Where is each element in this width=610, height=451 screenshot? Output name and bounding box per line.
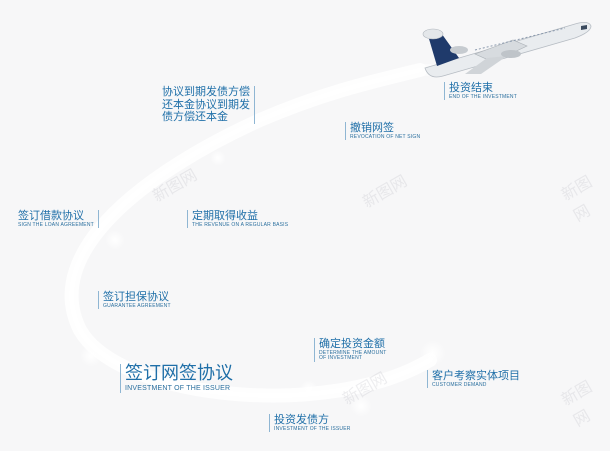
airplane-icon	[422, 22, 592, 78]
step-invest-issuer: 投资发债方 INVESTMENT OF THE ISSUER	[269, 413, 351, 433]
step-end-of-investment: 投资结束 END OF THE INVESTMENT	[444, 81, 518, 101]
step-line: 债方偿还本金	[162, 110, 228, 124]
step-determine-amount: 确定投资金额 DETERMINE THE AMOUNT OF INVESTMEN…	[314, 337, 387, 363]
step-subtitle: INVESTMENT OF THE ISSUER	[274, 425, 351, 432]
step-title: 签订网签协议	[125, 363, 233, 384]
step-line: 还本金协议到期发	[162, 97, 250, 111]
step-title: 确定投资金额	[319, 337, 385, 350]
sparkle-1	[420, 340, 446, 366]
sparkle-2	[300, 380, 318, 398]
step-subtitle: THE REVENUE ON A REGULAR BASIS	[192, 221, 289, 228]
sparkle-4	[105, 230, 125, 250]
step-title: 投资发债方	[274, 413, 329, 426]
step-repay-principal: 协议到期发债方偿 还本金协议到期发 债方偿还本金	[162, 85, 255, 124]
step-sign-net-agreement: 签订网签协议 INVESTMENT OF THE ISSUER	[120, 363, 233, 393]
step-title: 撤销网签	[350, 121, 394, 134]
path-arc-inner	[69, 67, 433, 398]
step-subtitle: GUARANTEE AGREEMENT	[103, 302, 171, 309]
step-subtitle: SIGN THE LOAN AGREEMENT	[18, 221, 94, 228]
step-subtitle: CUSTOMER DEMAND	[432, 381, 487, 388]
step-guarantee-agreement: 签订担保协议 GUARANTEE AGREEMENT	[98, 290, 171, 310]
step-line: 协议到期发债方偿	[162, 85, 250, 98]
step-subtitle: REVOCATION OF NET SIGN	[350, 133, 421, 140]
step-subtitle: OF INVESTMENT	[319, 355, 363, 362]
step-title: 定期取得收益	[192, 209, 258, 222]
step-title: 投资结束	[449, 81, 493, 94]
sparkle-6	[350, 395, 372, 417]
sparkle-3	[80, 345, 102, 367]
step-title: 签订担保协议	[103, 290, 169, 303]
step-title: 签订借款协议	[18, 209, 84, 222]
step-customer-inspection: 客户考察实体项目 CUSTOMER DEMAND	[427, 369, 520, 389]
step-regular-revenue: 定期取得收益 THE REVENUE ON A REGULAR BASIS	[187, 209, 289, 229]
step-title: 客户考察实体项目	[432, 369, 520, 382]
step-subtitle: DETERMINE THE AMOUNT	[319, 349, 387, 356]
step-revoke-net-sign: 撤销网签 REVOCATION OF NET SIGN	[345, 121, 421, 141]
step-sign-loan-agreement: 签订借款协议 SIGN THE LOAN AGREEMENT	[18, 209, 99, 229]
sparkle-5	[210, 150, 226, 166]
step-subtitle: END OF THE INVESTMENT	[449, 93, 518, 100]
step-subtitle: INVESTMENT OF THE ISSUER	[125, 384, 231, 392]
